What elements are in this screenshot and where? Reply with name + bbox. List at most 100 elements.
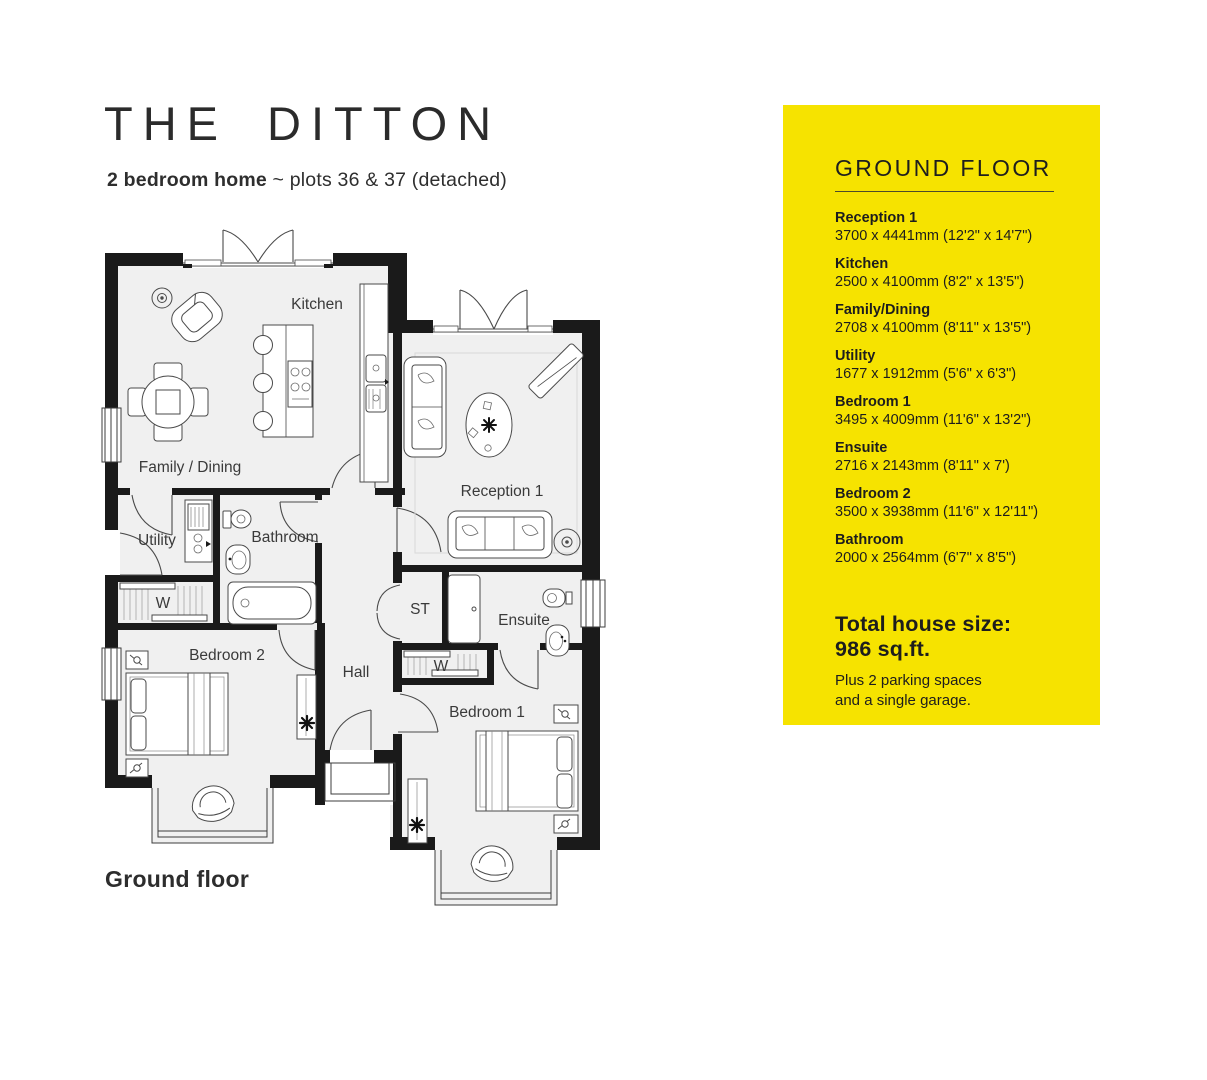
kitchen-sink-icon <box>365 354 389 413</box>
room-dimension-item: Kitchen 2500 x 4100mm (8'2" x 13'5") <box>835 255 1072 292</box>
window-ensuite-icon <box>580 579 606 628</box>
toilet-bathroom-icon <box>222 509 252 529</box>
room-dims: 2500 x 4100mm (8'2" x 13'5") <box>835 274 1025 291</box>
thermostat-icon <box>298 714 316 732</box>
total-label: Total house size: <box>835 611 1012 636</box>
room-label-storage: ST <box>410 601 430 618</box>
kitchen-counter-icon <box>359 283 389 483</box>
room-dims: 3495 x 4009mm (11'6" x 13'2") <box>835 412 1032 429</box>
basin-ensuite-icon <box>545 624 570 657</box>
radiator-icon <box>407 778 428 844</box>
extra-line-2: and a single garage. <box>835 691 971 709</box>
bay-window-bedroom2-icon <box>151 788 274 844</box>
dining-table-icon <box>127 362 209 442</box>
total-house-size: Total house size: 986 sq.ft. <box>835 612 1072 662</box>
door-utility-icon <box>131 494 173 536</box>
toilet-ensuite-icon <box>542 588 573 608</box>
door-reception-icon <box>396 507 442 553</box>
panel-heading: GROUND FLOOR <box>835 155 1052 181</box>
floor-plan: Kitchen Family / Dining Utility Bathroom… <box>101 229 606 906</box>
nightstand-icon <box>553 704 579 724</box>
room-dimension-item: Family/Dining 2708 x 4100mm (8'11" x 13'… <box>835 301 1072 338</box>
room-label-wardrobe-1: W <box>156 595 171 612</box>
room-name: Ensuite <box>835 440 888 457</box>
basin-bathroom-icon <box>225 544 251 575</box>
door-side-entrance-icon <box>119 532 163 576</box>
media-unit-icon <box>528 343 584 399</box>
room-name: Bedroom 1 <box>835 394 911 411</box>
room-name: Family/Dining <box>835 302 931 319</box>
room-label-hall: Hall <box>343 664 370 681</box>
total-value: 986 sq.ft. <box>835 636 931 661</box>
extra-info: Plus 2 parking spaces and a single garag… <box>835 671 1072 712</box>
room-dimension-item: Reception 1 3700 x 4441mm (12'2" x 14'7"… <box>835 209 1072 246</box>
heading-divider <box>835 191 1054 192</box>
room-dimension-item: Bathroom 2000 x 2564mm (6'7" x 8'5") <box>835 531 1072 568</box>
room-dims: 2000 x 2564mm (6'7" x 8'5") <box>835 550 1017 567</box>
room-label-bedroom1: Bedroom 1 <box>449 704 525 721</box>
door-storage-icon <box>376 584 401 640</box>
subtitle-bold: 2 bedroom home <box>107 169 267 191</box>
subtitle-rest: ~ plots 36 & 37 (detached) <box>266 169 508 191</box>
side-table-icon <box>553 528 581 556</box>
thermostat-icon <box>408 816 426 834</box>
hob-icon <box>287 360 313 408</box>
coffee-table-icon <box>465 392 513 458</box>
room-dims: 2708 x 4100mm (8'11" x 13'5") <box>835 320 1032 337</box>
french-door-reception-icon <box>433 289 553 333</box>
plant-icon <box>481 417 497 433</box>
room-dimension-item: Utility 1677 x 1912mm (5'6" x 6'3") <box>835 347 1072 384</box>
doors <box>119 229 553 751</box>
wardrobe-hall-icon <box>403 650 479 677</box>
window-bedroom2-icon <box>101 647 122 701</box>
room-name: Bathroom <box>835 532 904 549</box>
bay-windows <box>151 762 558 906</box>
room-label-kitchen: Kitchen <box>291 296 343 313</box>
radiator-icon <box>296 674 317 740</box>
room-dims: 2716 x 2143mm (8'11" x 7') <box>835 458 1010 475</box>
room-name: Bedroom 2 <box>835 486 911 503</box>
bathtub-icon <box>227 581 317 625</box>
room-dimension-item: Ensuite 2716 x 2143mm (8'11" x 7') <box>835 439 1072 476</box>
windows <box>101 407 606 701</box>
plan-caption: Ground floor <box>105 866 250 892</box>
utility-sink-icon <box>184 499 213 563</box>
bed-bedroom2-icon <box>125 672 229 756</box>
dimensions-panel: GROUND FLOOR Reception 1 3700 x 4441mm (… <box>783 105 1100 725</box>
room-label-bedroom2: Bedroom 2 <box>189 647 265 664</box>
french-door-kitchen-icon <box>183 229 333 268</box>
porch-icon <box>324 762 396 802</box>
chair-bedroom1-icon <box>470 845 514 882</box>
room-name: Reception 1 <box>835 210 918 226</box>
room-dims: 3500 x 3938mm (11'6" x 12'11") <box>835 504 1039 521</box>
nightstand-icon <box>125 650 149 670</box>
nightstand-icon <box>125 758 149 778</box>
wardrobe-utility-icon <box>119 582 208 622</box>
door-bedroom1-icon <box>398 693 439 733</box>
nightstand-icon <box>553 814 579 834</box>
room-label-wardrobe-2: W <box>434 658 449 675</box>
extra-line-1: Plus 2 parking spaces <box>835 671 982 689</box>
cupboard-icon <box>447 574 481 644</box>
door-bathroom-icon <box>279 501 319 543</box>
bay-window-bedroom1-icon <box>434 850 558 906</box>
page-title: THE DITTON <box>104 97 502 150</box>
room-labels: Kitchen Family / Dining Utility Bathroom… <box>138 296 550 721</box>
door-bedroom2-icon <box>278 629 316 671</box>
chair-bedroom2-icon <box>191 785 235 822</box>
door-ensuite-icon <box>499 649 539 690</box>
kitchen-island-icon <box>253 324 314 438</box>
ceiling-light-icon <box>151 287 173 309</box>
room-label-ensuite: Ensuite <box>498 612 550 629</box>
window-family-icon <box>101 407 122 463</box>
room-dimension-item: Bedroom 1 3495 x 4009mm (11'6" x 13'2") <box>835 393 1072 430</box>
room-dims: 1677 x 1912mm (5'6" x 6'3") <box>835 366 1017 383</box>
armchair-icon <box>171 291 223 343</box>
room-label-bathroom: Bathroom <box>251 529 318 546</box>
room-label-utility: Utility <box>138 532 176 549</box>
room-dimension-item: Bedroom 2 3500 x 3938mm (11'6" x 12'11") <box>835 485 1072 522</box>
door-openings <box>103 251 557 850</box>
room-label-reception: Reception 1 <box>461 483 544 500</box>
room-dims: 3700 x 4441mm (12'2" x 14'7") <box>835 228 1033 245</box>
sofa-side-icon <box>403 356 447 458</box>
